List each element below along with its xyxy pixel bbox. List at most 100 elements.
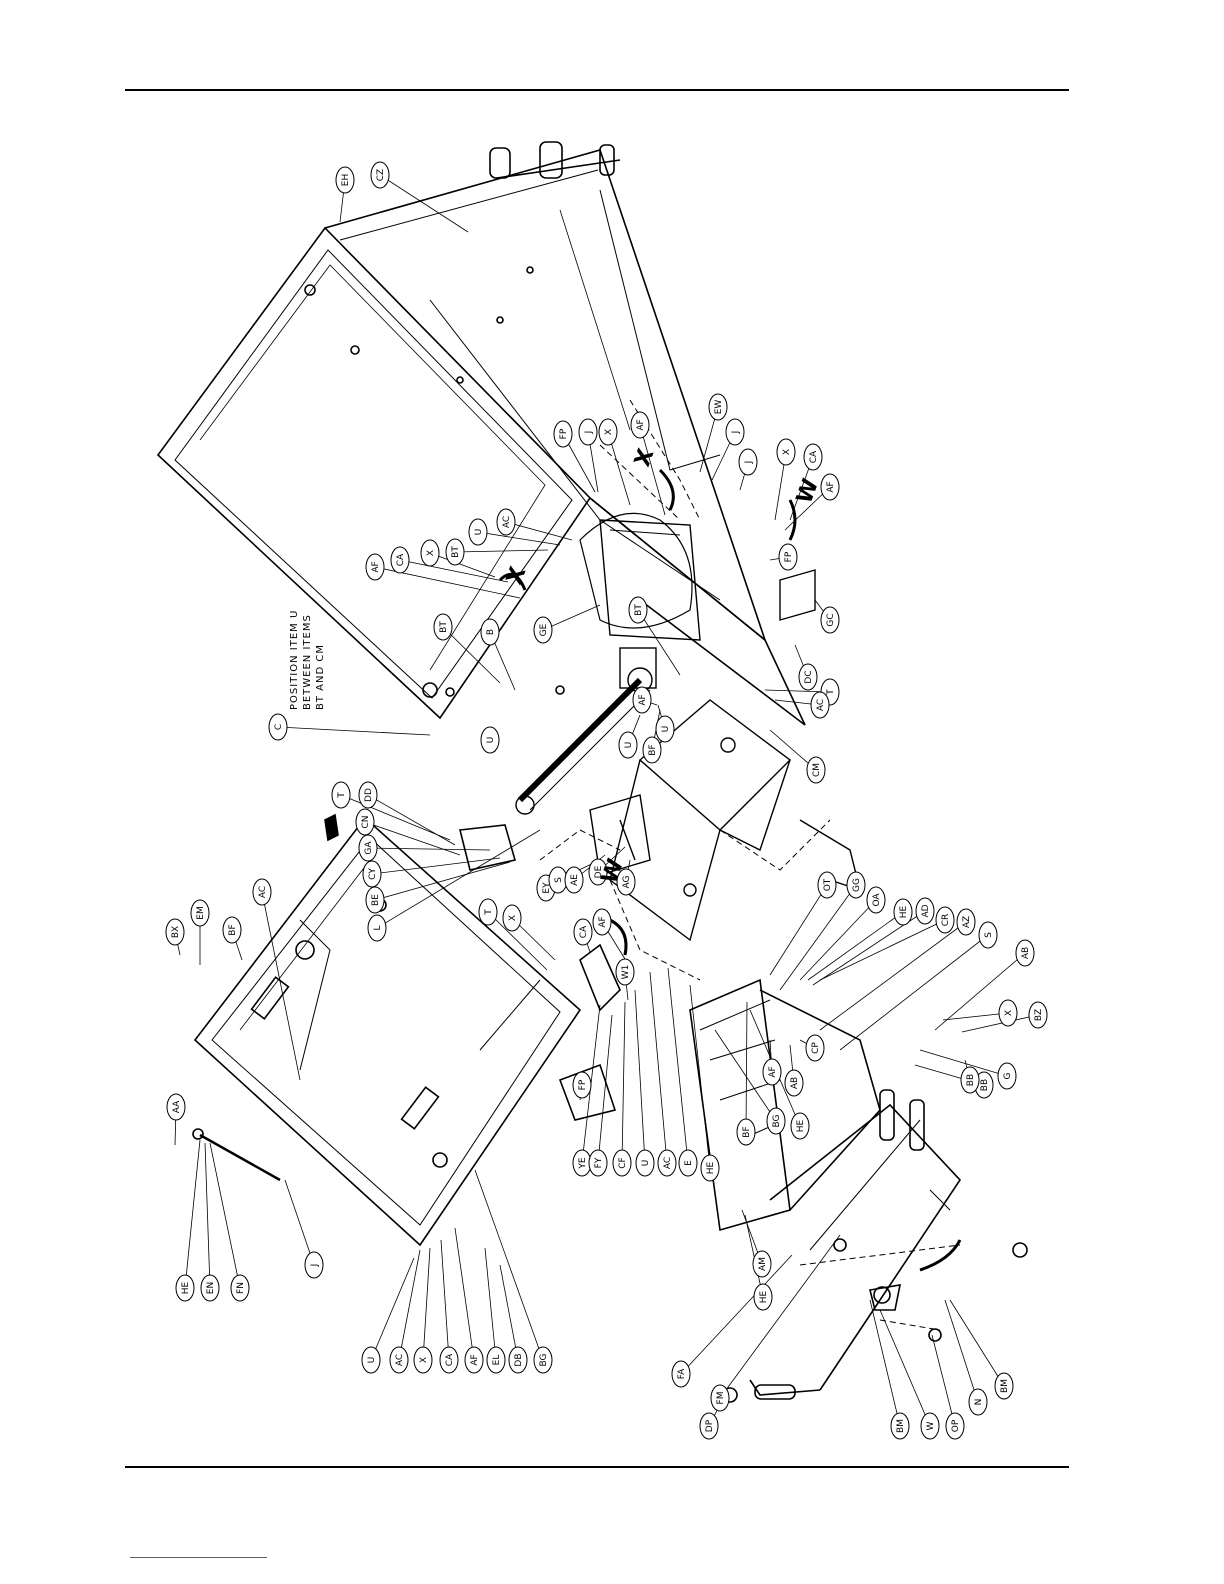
callout-label: AB xyxy=(790,1077,800,1089)
leader-line xyxy=(719,1234,841,1399)
leader-line xyxy=(442,626,501,684)
callout-circle xyxy=(335,166,355,194)
callout-balloon: GG xyxy=(846,871,866,899)
callout-label: BT xyxy=(451,546,461,558)
callout-circle xyxy=(618,731,638,759)
callout-circle xyxy=(616,868,636,896)
callout-label: CA xyxy=(809,450,819,463)
callout-circle xyxy=(806,756,826,784)
callout-circle xyxy=(978,921,998,949)
callout-circle xyxy=(413,1346,433,1374)
leader-line xyxy=(949,1299,1005,1387)
callout-balloon: U xyxy=(468,518,488,546)
callout-balloon: J xyxy=(578,418,598,446)
callout-label: W xyxy=(926,1421,936,1430)
callout-balloon: AA xyxy=(166,1093,186,1121)
leader-line xyxy=(474,1169,544,1361)
callout-balloon: AC xyxy=(252,878,272,906)
callout-circle xyxy=(304,1251,324,1279)
callout-circle xyxy=(738,448,758,476)
callout-label: CA xyxy=(396,553,406,566)
callout-balloon: CN xyxy=(355,808,375,836)
callout-balloon: U xyxy=(655,715,675,743)
callout-balloon: CF xyxy=(612,1149,632,1177)
callout-label: AF xyxy=(638,694,648,705)
callout-balloon: AC xyxy=(810,691,830,719)
callout-label: BB xyxy=(966,1074,976,1086)
leader-line xyxy=(209,1142,241,1289)
callout-balloon: X xyxy=(502,904,522,932)
footer-link-underline xyxy=(130,1557,267,1558)
callout-balloon: DP xyxy=(699,1412,719,1440)
callout-balloon: CY xyxy=(362,860,382,888)
callout-balloon: CA xyxy=(439,1346,459,1374)
callout-balloon: J xyxy=(725,418,745,446)
callout-balloon: AF xyxy=(820,473,840,501)
callout-label: FP xyxy=(784,551,794,562)
leader-line xyxy=(379,174,469,233)
leader-line xyxy=(505,521,573,541)
callout-balloon: OP xyxy=(945,1412,965,1440)
view-letter-x-1: X xyxy=(630,446,659,471)
callout-circle xyxy=(175,1274,195,1302)
callout-balloon: BT xyxy=(628,596,648,624)
callout-circle xyxy=(1015,939,1035,967)
position-note: POSITION ITEM U BETWEEN ITEMS BT AND CM xyxy=(289,610,326,710)
callout-balloon: HE xyxy=(790,1112,810,1140)
callout-balloon: YE xyxy=(572,1149,592,1177)
callout-label: AG xyxy=(622,875,632,888)
callout-label: EY xyxy=(542,882,552,894)
view-letter-x-2: X xyxy=(502,564,531,589)
leader-line xyxy=(799,899,877,981)
callout-circle xyxy=(736,1118,756,1146)
leader-line xyxy=(745,1001,748,1133)
callout-label: X xyxy=(508,915,518,921)
callout-circle xyxy=(945,1412,965,1440)
leader-line xyxy=(367,794,456,846)
callout-balloon: GE xyxy=(533,616,553,644)
callout-circle xyxy=(390,546,410,574)
leader-line xyxy=(639,424,666,516)
callout-label: FN xyxy=(236,1282,246,1294)
callout-balloon: AD xyxy=(915,897,935,925)
callout-circle xyxy=(445,538,465,566)
callout-label: BB xyxy=(980,1079,990,1091)
callout-balloon: T xyxy=(331,781,351,809)
callout-circle xyxy=(592,908,612,936)
callout-balloon: HE xyxy=(700,1154,720,1182)
callout-balloon: AC xyxy=(496,508,516,536)
callout-balloon: AC xyxy=(657,1149,677,1177)
callout-circle xyxy=(433,613,453,641)
callout-balloon: EM xyxy=(190,899,210,927)
callout-label: E xyxy=(684,1160,694,1166)
callout-balloon: BX xyxy=(165,918,185,946)
callout-circle xyxy=(893,898,913,926)
callout-circle xyxy=(700,1154,720,1182)
callout-balloon: DC xyxy=(798,663,818,691)
callout-label: AC xyxy=(258,886,268,898)
callout-label: AF xyxy=(598,916,608,927)
callout-label: BG xyxy=(539,1353,549,1366)
callout-balloon: DD xyxy=(358,781,378,809)
callout-label: BE xyxy=(371,894,381,906)
callout-balloon: J xyxy=(738,448,758,476)
callout-balloon: FN xyxy=(230,1274,250,1302)
callout-label: BT xyxy=(634,604,644,616)
callout-label: FM xyxy=(716,1392,726,1405)
callout-label: AF xyxy=(826,481,836,492)
leader-line xyxy=(487,911,548,971)
callout-label: X xyxy=(1004,1010,1014,1016)
callout-circle xyxy=(817,871,837,899)
callout-label: U xyxy=(641,1160,651,1167)
callout-circle xyxy=(915,897,935,925)
leader-line xyxy=(667,967,689,1164)
callout-balloon: EW xyxy=(708,393,728,421)
callout-circle xyxy=(573,918,593,946)
callout-label: U xyxy=(624,742,634,749)
callout-balloon: OA xyxy=(866,886,886,914)
callout-balloon: HE xyxy=(753,1283,773,1311)
callout-circle xyxy=(358,834,378,862)
callout-balloon: EL xyxy=(486,1346,506,1374)
